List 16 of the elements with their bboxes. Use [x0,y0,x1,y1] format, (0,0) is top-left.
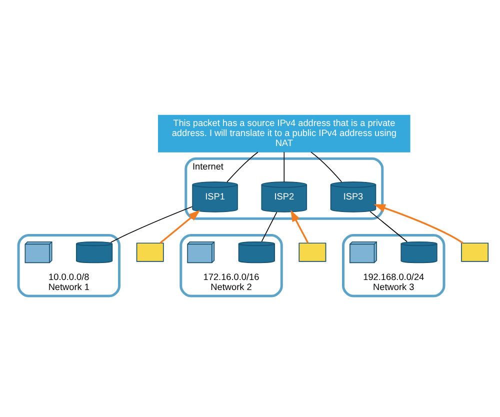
connector [110,206,193,242]
cluster: 10.0.0.0/8 Network 1 [17,233,121,297]
node-envelope [136,242,164,262]
connector [310,151,342,182]
node-box: This packet has a source IPv4 address that is a private address. I will translate it to a public IPv4 address using NAT [158,114,410,152]
connector [226,151,258,182]
node-envelope [298,242,326,262]
connector [261,211,278,242]
arrow [290,209,309,243]
arrow [160,209,200,244]
cluster: 192.168.0.0/24 Network 3 [342,233,446,297]
cluster: 172.16.0.0/16 Network 2 [180,233,283,297]
connector [370,210,408,242]
node-envelope [461,242,489,262]
connector [284,151,285,182]
arrow [374,204,464,244]
